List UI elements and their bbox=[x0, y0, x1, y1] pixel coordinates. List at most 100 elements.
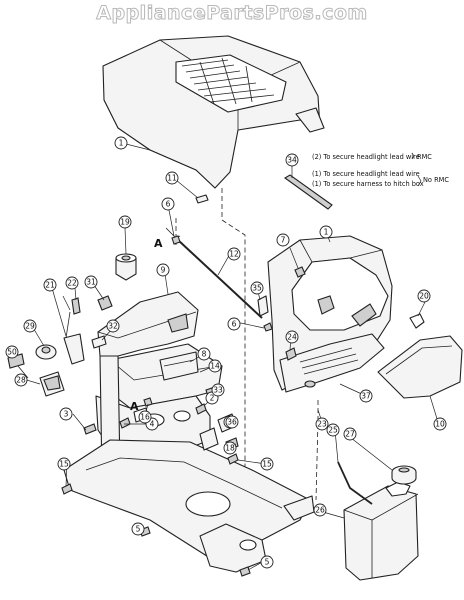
callout-14: 14 bbox=[208, 359, 222, 373]
callout-29: 29 bbox=[23, 319, 37, 333]
callout-11: 11 bbox=[165, 171, 179, 185]
callout-20: 20 bbox=[417, 289, 431, 303]
reference-letter-a: A bbox=[130, 400, 139, 413]
callout-label: 7 bbox=[281, 236, 286, 245]
callout-label: 2 bbox=[210, 394, 215, 403]
fuel-tank-part-26 bbox=[343, 481, 419, 581]
callout-9: 9 bbox=[156, 263, 170, 277]
callout-label: 5 bbox=[265, 558, 270, 567]
switch-part-29 bbox=[35, 344, 57, 360]
callout-label: 22 bbox=[67, 279, 77, 288]
callout-label: 25 bbox=[328, 426, 338, 435]
callout-15: 15 bbox=[260, 457, 274, 471]
bolt-part-15 bbox=[61, 483, 73, 495]
callout-label: 8 bbox=[202, 350, 207, 359]
screw-part-6 bbox=[171, 235, 181, 245]
callout-6: 6 bbox=[161, 197, 175, 211]
callout-23: 23 bbox=[315, 417, 329, 431]
callout-label: 27 bbox=[345, 430, 355, 439]
callout-35: 35 bbox=[250, 281, 264, 295]
callout-3: 3 bbox=[59, 407, 73, 421]
callout-label: 36 bbox=[227, 418, 237, 427]
note-bracket bbox=[411, 152, 422, 187]
note-line-2: (1) To secure headlight lead wire bbox=[312, 170, 420, 178]
callout-27: 27 bbox=[343, 427, 357, 441]
callout-label: 37 bbox=[361, 392, 371, 401]
callout-31: 31 bbox=[84, 275, 98, 289]
callout-36: 36 bbox=[225, 415, 239, 429]
assembly-line bbox=[221, 188, 246, 545]
callout-label: 18 bbox=[225, 444, 235, 453]
callout-12: 12 bbox=[227, 247, 241, 261]
headlight-lens-part-10 bbox=[377, 335, 463, 399]
screw-part-6 bbox=[263, 322, 273, 332]
callout-1: 1 bbox=[319, 225, 333, 239]
light-housing-part-28 bbox=[39, 371, 65, 397]
callout-22: 22 bbox=[65, 276, 79, 290]
callout-37: 37 bbox=[359, 389, 373, 403]
callout-label: 23 bbox=[317, 420, 327, 429]
callout-34: 34 bbox=[285, 153, 299, 167]
callout-8: 8 bbox=[197, 347, 211, 361]
callout-26: 26 bbox=[313, 503, 327, 517]
note-line-3: (1) To secure harness to hitch box bbox=[312, 180, 424, 188]
watermark: AppliancePartsPros.com bbox=[96, 2, 368, 25]
callout-21: 21 bbox=[43, 278, 57, 292]
callout-13: 1 bbox=[114, 136, 128, 150]
bolt-part-2 bbox=[195, 403, 207, 415]
callout-label: 28 bbox=[16, 376, 26, 385]
callout-32: 32 bbox=[106, 319, 120, 333]
callout-15: 15 bbox=[57, 457, 71, 471]
throttle-control-part-21 bbox=[63, 311, 85, 365]
hood-part-13 bbox=[102, 35, 325, 189]
callout-19: 19 bbox=[118, 215, 132, 229]
callout-label: 4 bbox=[150, 420, 155, 429]
callout-16: 16 bbox=[138, 410, 152, 424]
callout-50: 50 bbox=[5, 345, 19, 359]
callout-7: 7 bbox=[276, 233, 290, 247]
callout-label: 3 bbox=[64, 410, 69, 419]
callout-label: 32 bbox=[108, 322, 118, 331]
bracket-part-8 bbox=[159, 351, 199, 381]
callout-label: 15 bbox=[262, 460, 272, 469]
bolt-part-3 bbox=[83, 423, 97, 435]
note-line-1: (2) To secure headlight lead wire bbox=[312, 153, 420, 161]
bulb-part-20 bbox=[409, 313, 425, 329]
callout-label: 9 bbox=[161, 266, 166, 275]
callout-label: 11 bbox=[167, 174, 177, 183]
callout-33: 33 bbox=[211, 383, 225, 397]
callout-28: 28 bbox=[14, 373, 28, 387]
callout-label: 20 bbox=[419, 292, 429, 301]
bracket-part-17 bbox=[199, 427, 219, 451]
nut-part-5 bbox=[239, 566, 251, 577]
callout-label: 29 bbox=[25, 322, 35, 331]
callout-label: 33 bbox=[213, 386, 223, 395]
callout-label: 6 bbox=[232, 320, 237, 329]
steering-bushing-part-19 bbox=[115, 253, 137, 281]
callout-label: 5 bbox=[136, 525, 141, 534]
note-rmc: RMC bbox=[417, 153, 432, 161]
cap-part-37 bbox=[304, 380, 316, 388]
callout-10: 10 bbox=[433, 417, 447, 431]
callout-label: 31 bbox=[86, 278, 96, 287]
screw-part-11 bbox=[195, 194, 209, 204]
callout-label: 26 bbox=[315, 506, 325, 515]
fuel-cap-part-27 bbox=[391, 465, 417, 485]
clip-part-24 bbox=[285, 347, 297, 361]
dash-panel-part-9 bbox=[97, 291, 199, 357]
callout-5: 5 bbox=[260, 555, 274, 569]
callout-label: 6 bbox=[166, 200, 171, 209]
bolt-part-16 bbox=[143, 397, 153, 407]
callout-18: 18 bbox=[223, 441, 237, 455]
callout-label: 34 bbox=[287, 156, 297, 165]
nut-part-7 bbox=[289, 247, 306, 278]
callout-label: 16 bbox=[140, 413, 150, 422]
note-no-rmc: No RMC bbox=[423, 176, 449, 184]
reference-letter-a: A bbox=[154, 237, 163, 250]
callout-label: 21 bbox=[45, 281, 55, 290]
callout-label: 10 bbox=[435, 420, 445, 429]
callout-label: 14 bbox=[210, 362, 220, 371]
